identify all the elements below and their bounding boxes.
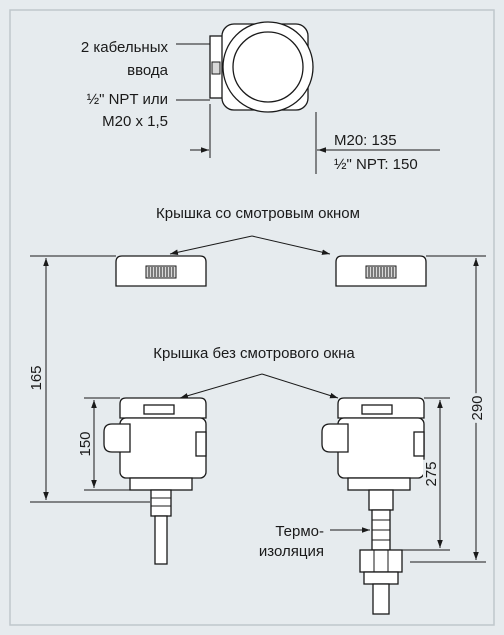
dim-165 xyxy=(30,255,150,503)
cover-with-window-label: Крышка со смотровым окном xyxy=(156,205,360,222)
arrow-to-right-housing xyxy=(261,373,339,399)
dim-165-label: 165 xyxy=(28,365,45,390)
dim-m20-label: M20: 135 xyxy=(334,132,397,149)
dim-150-label: 150 xyxy=(77,431,94,456)
dim-275 xyxy=(402,397,450,551)
right-device xyxy=(321,397,425,615)
dim-npt-label: ½" NPT: 150 xyxy=(334,156,418,173)
dim-150 xyxy=(84,397,130,491)
thread-label-line2: M20 x 1,5 xyxy=(102,113,168,130)
insulation-label-line2: изоляция xyxy=(259,543,324,560)
arrow-to-left-housing xyxy=(179,373,263,399)
left-device xyxy=(103,397,207,565)
cover-without-window-label: Крышка без смотрового окна xyxy=(153,345,355,362)
arrow-to-right-cover xyxy=(251,235,331,255)
top-view xyxy=(176,21,440,174)
cable-entries-label-line1: 2 кабельных xyxy=(81,39,169,56)
drawing-border xyxy=(9,9,495,626)
arrow-to-left-cover xyxy=(169,235,253,256)
left-cover-with-window xyxy=(115,255,207,287)
right-cover-with-window xyxy=(335,255,427,287)
dim-290 xyxy=(410,255,486,563)
cable-entries-label-line2: ввода xyxy=(127,62,169,79)
dim-290-label: 290 xyxy=(469,395,486,420)
dim-275-label: 275 xyxy=(423,461,440,486)
insulation-label-line1: Термо- xyxy=(275,523,324,540)
thread-label-line1: ½" NPT или xyxy=(87,91,168,108)
